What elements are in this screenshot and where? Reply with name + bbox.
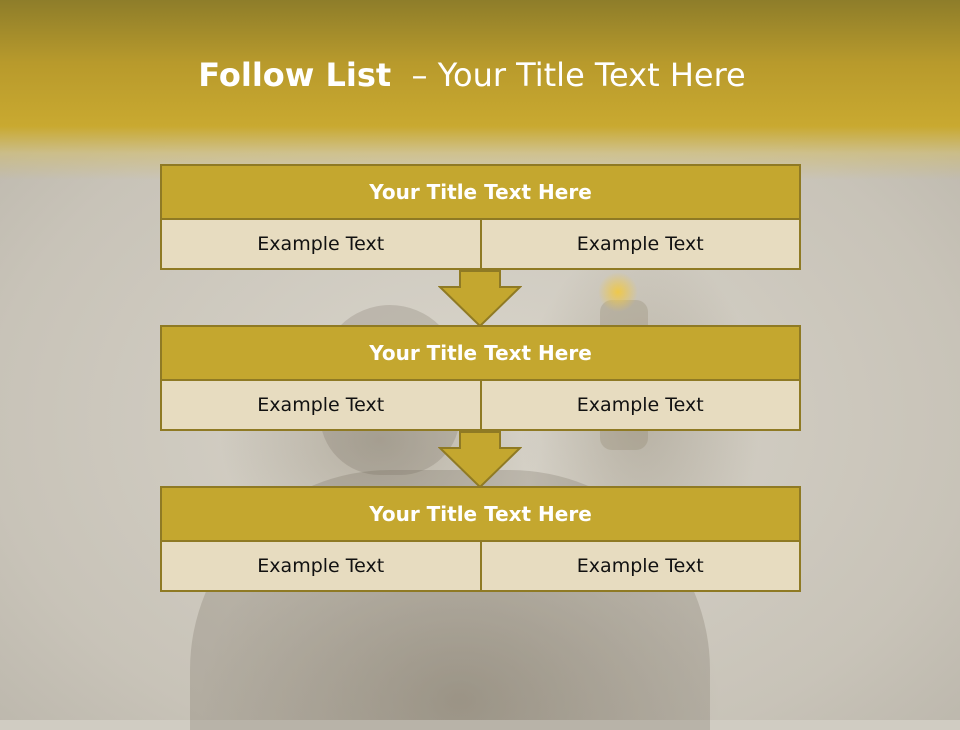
slide-title-bold: Follow List (198, 56, 392, 94)
block-cell-right: Example Text (481, 381, 801, 431)
follow-block-3: Your Title Text Here Example Text Exampl… (160, 486, 801, 592)
block-title: Your Title Text Here (160, 486, 801, 542)
block-cell-right: Example Text (481, 220, 801, 270)
follow-block-1: Your Title Text Here Example Text Exampl… (160, 164, 801, 270)
block-row: Example Text Example Text (160, 381, 801, 431)
slide-title-rest: – Your Title Text Here (411, 56, 746, 94)
block-title: Your Title Text Here (160, 325, 801, 381)
follow-block-2: Your Title Text Here Example Text Exampl… (160, 325, 801, 431)
block-row: Example Text Example Text (160, 542, 801, 592)
block-row: Example Text Example Text (160, 220, 801, 270)
block-cell-left: Example Text (160, 542, 482, 592)
block-cell-left: Example Text (160, 220, 482, 270)
block-cell-right: Example Text (481, 542, 801, 592)
block-title: Your Title Text Here (160, 164, 801, 220)
slide-title: Follow List – Your Title Text Here (0, 56, 944, 94)
header-band (0, 0, 960, 180)
background-spray-glow (598, 272, 638, 312)
down-arrow-icon (438, 431, 522, 489)
block-cell-left: Example Text (160, 381, 482, 431)
down-arrow-icon (438, 270, 522, 328)
